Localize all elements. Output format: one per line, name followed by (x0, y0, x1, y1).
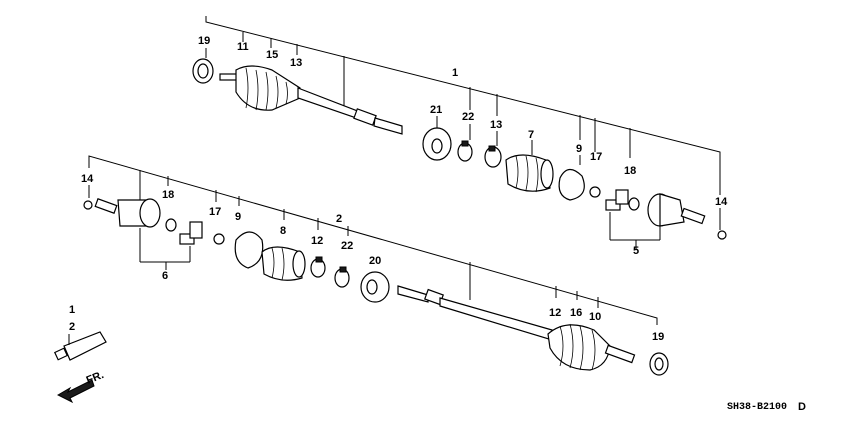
callout-2-kit: 2 (69, 321, 75, 333)
outer-cv-joint-upper (219, 65, 301, 111)
dynamic-damper-20 (360, 271, 390, 303)
spider-assembly-upper (605, 189, 640, 211)
callout-21: 21 (430, 104, 442, 116)
oil-seal-19-upper (192, 58, 214, 84)
boot-band-12-lower (310, 256, 326, 278)
front-direction-arrow (56, 379, 95, 404)
callout-18-lower: 18 (162, 189, 174, 201)
boot-band-9-upper (558, 168, 585, 201)
boot-band-22-upper (457, 140, 473, 162)
boot-band-9-lower (234, 231, 264, 269)
callout-18-upper: 18 (624, 165, 636, 177)
callout-14-lower: 14 (81, 173, 94, 185)
callout-22-lower: 22 (341, 240, 353, 252)
diagram-code: SH38-B2100 (727, 402, 787, 413)
callout-19-upper: 19 (198, 35, 210, 47)
stop-ring-18-lower (165, 218, 177, 232)
callout-16: 16 (570, 307, 582, 319)
callout-12-lower-band: 12 (311, 235, 323, 247)
callout-6: 6 (162, 270, 168, 282)
spider-assembly-lower (179, 221, 203, 245)
inner-boot-8 (261, 246, 306, 281)
boot-band-13-upper (484, 145, 502, 168)
grease-tube (53, 331, 107, 361)
callout-17-upper: 17 (590, 151, 602, 163)
callout-1: 1 (452, 67, 458, 79)
dynamic-damper-21 (422, 127, 452, 161)
assembly-2-bracket (88, 155, 658, 325)
shaft-upper (297, 87, 403, 135)
direction-label: FR. (85, 369, 106, 387)
inner-cv-joint-5 (647, 193, 706, 227)
oil-seal-19-lower (649, 352, 669, 376)
callout-5: 5 (633, 245, 639, 257)
callout-19-lower: 19 (652, 331, 664, 343)
callout-14-upper: 14 (715, 196, 728, 208)
lower-driveshaft-assembly (83, 155, 669, 376)
boot-band-22-lower (334, 266, 350, 288)
outer-cv-joint-lower (547, 323, 636, 371)
circlip-14-lower (83, 200, 93, 210)
callout-13-upper: 13 (490, 119, 502, 131)
inner-boot-7 (505, 154, 554, 193)
callout-9-upper: 9 (576, 143, 582, 155)
callout-20: 20 (369, 255, 381, 267)
callout-9-lower: 9 (235, 211, 241, 223)
callout-13-upper-shaft: 13 (290, 57, 302, 69)
callout-17-lower: 17 (209, 206, 221, 218)
callout-7: 7 (528, 129, 534, 141)
callout-12-lower: 12 (549, 307, 561, 319)
callout-10: 10 (589, 311, 601, 323)
upper-driveshaft-assembly (192, 16, 727, 250)
shaft-lower (397, 285, 553, 341)
callout-22-upper: 22 (462, 111, 474, 123)
callout-15: 15 (266, 49, 278, 61)
circlip-17-upper (589, 186, 601, 198)
callout-8: 8 (280, 225, 286, 237)
circlip-14-upper (717, 230, 727, 240)
diagram-code-suffix: D (798, 401, 806, 413)
callout-11: 11 (237, 41, 249, 53)
assembly-1-bracket (205, 16, 721, 195)
callout-2: 2 (336, 213, 342, 225)
inner-cv-joint-housing-lower (94, 198, 161, 228)
circlip-17-lower (213, 233, 225, 245)
callout-1-kit: 1 (69, 304, 75, 316)
